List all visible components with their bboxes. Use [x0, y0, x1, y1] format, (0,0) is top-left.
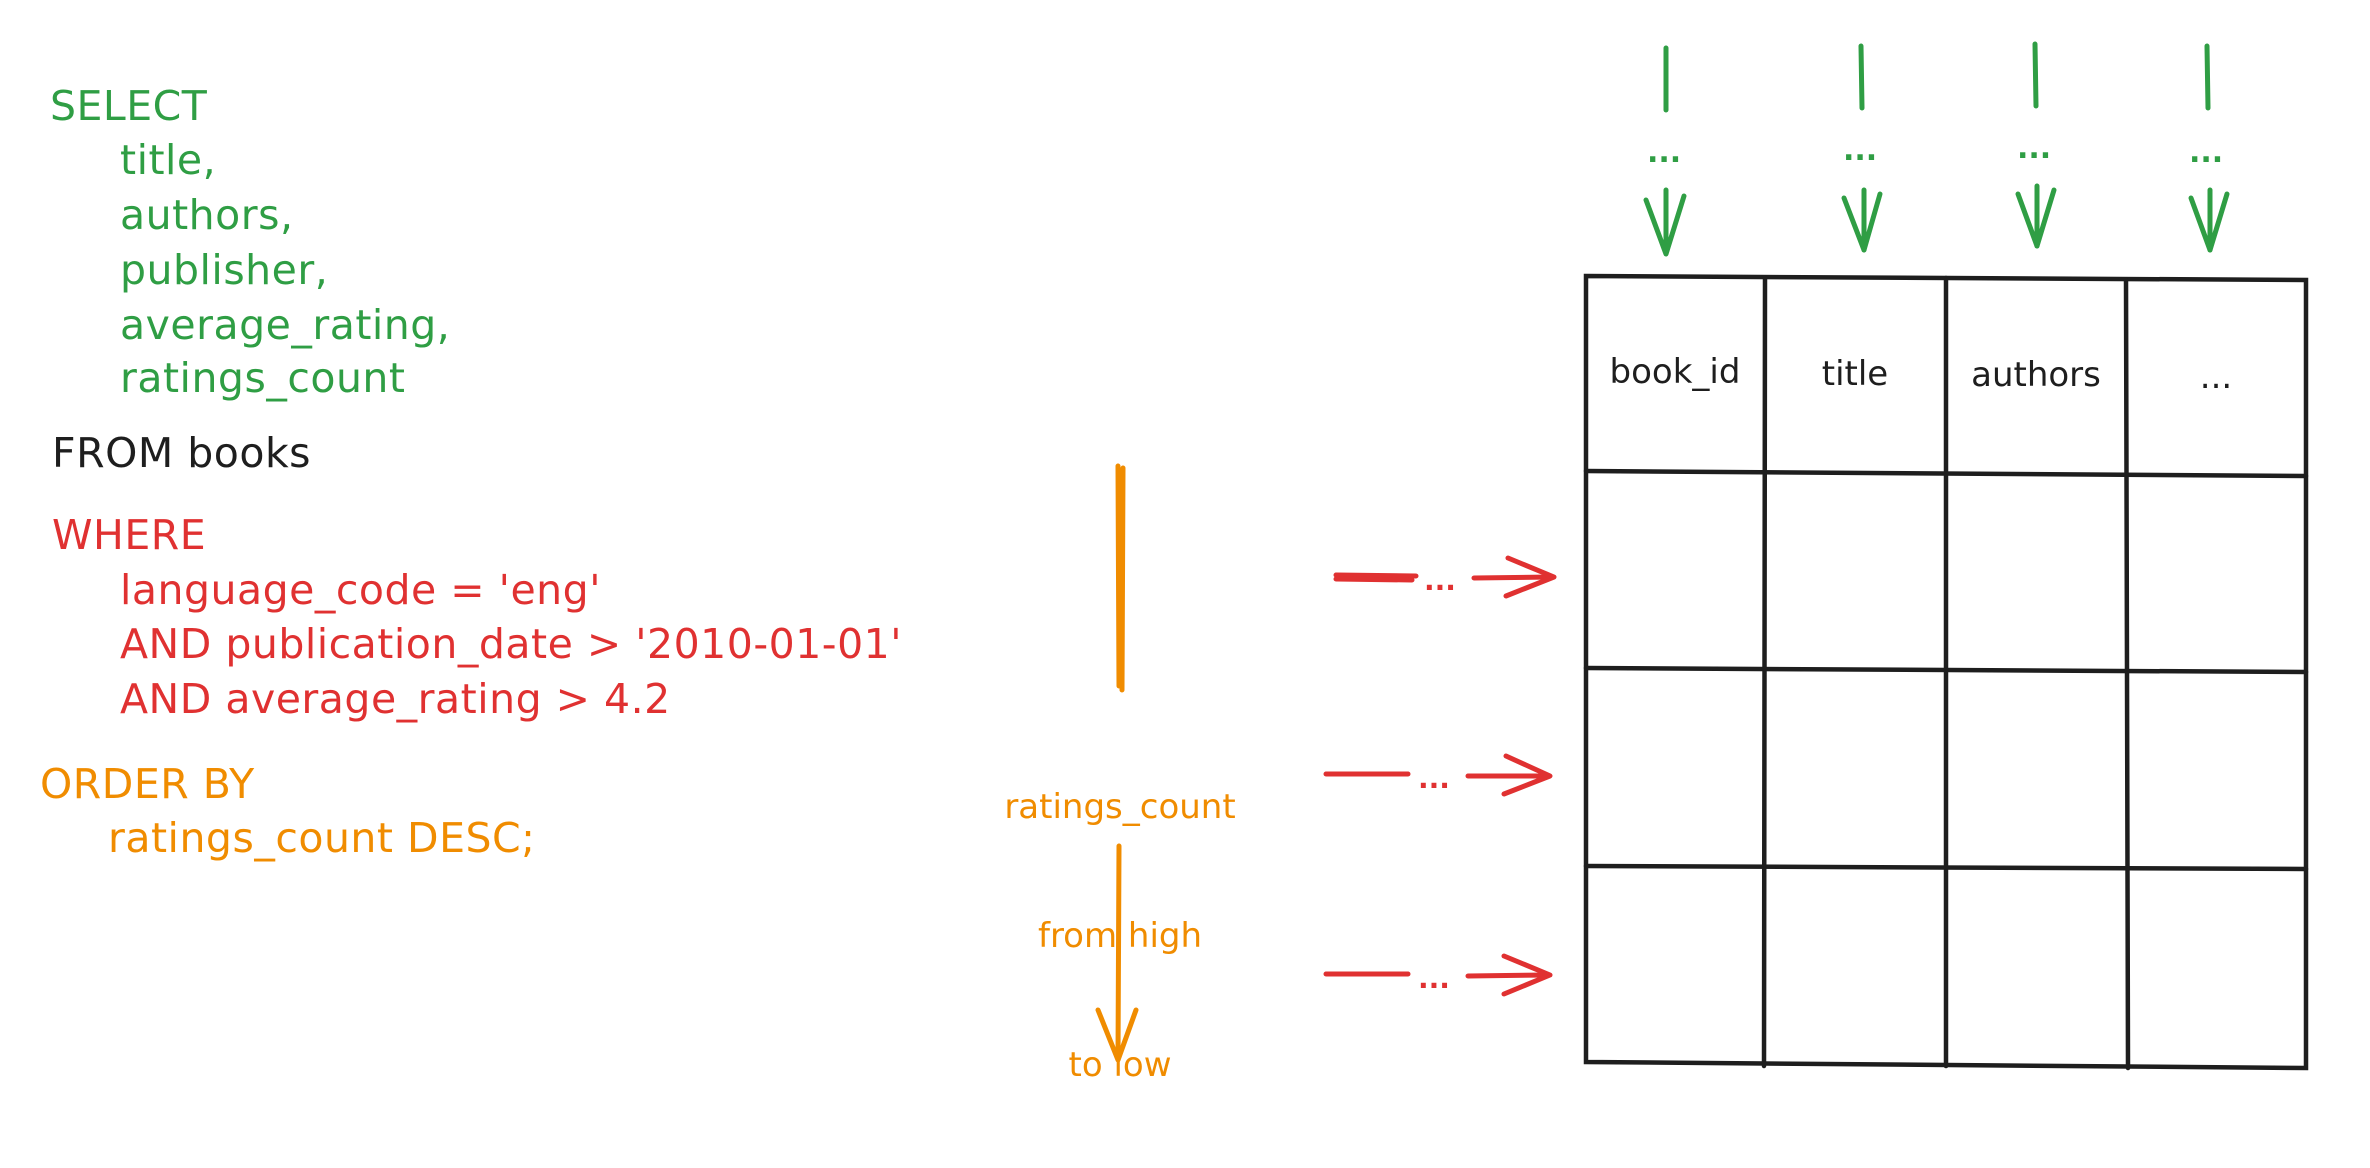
table-header-more: ... [2200, 357, 2232, 397]
table-header-title: title [1822, 354, 1888, 394]
row-arrow-3-ellipsis: ... [1418, 962, 1450, 995]
sort-annotation-line1: ratings_count [1004, 787, 1236, 827]
select-column-publisher: publisher, [120, 246, 329, 294]
table-header-authors: authors [1971, 355, 2101, 395]
column-arrow-4 [2188, 43, 2230, 253]
row-arrow-3 [1323, 953, 1553, 997]
row-arrow-1 [1333, 555, 1557, 599]
column-arrow-3-ellipsis: ... [2017, 131, 2051, 166]
order-by-keyword: ORDER BY [40, 760, 255, 808]
select-column-average-rating: average_rating, [120, 301, 451, 349]
row-arrow-2-ellipsis: ... [1418, 762, 1450, 795]
column-arrow-3 [2015, 41, 2057, 249]
select-keyword: SELECT [50, 82, 208, 130]
column-arrow-4-ellipsis: ... [2189, 135, 2223, 170]
sort-direction-arrow [1095, 463, 1139, 1063]
row-arrow-2 [1323, 753, 1553, 797]
column-arrow-1 [1643, 45, 1687, 257]
from-clause: FROM books [52, 429, 312, 477]
column-arrow-1-ellipsis: ... [1647, 135, 1681, 170]
select-column-authors: authors, [120, 191, 294, 239]
where-condition-date: AND publication_date > '2010-01-01' [120, 620, 903, 668]
where-keyword: WHERE [52, 511, 207, 559]
column-arrow-2-ellipsis: ... [1843, 133, 1877, 168]
order-by-clause: ratings_count DESC; [108, 814, 536, 862]
where-condition-rating: AND average_rating > 4.2 [120, 675, 671, 723]
column-arrow-2 [1841, 43, 1883, 253]
select-column-title: title, [120, 136, 217, 184]
select-column-ratings-count: ratings_count [120, 354, 406, 402]
books-table-grid [1583, 273, 2309, 1071]
table-header-book-id: book_id [1610, 352, 1741, 392]
sort-annotation-line2: from high [1037, 916, 1203, 956]
row-arrow-1-ellipsis: ... [1424, 564, 1456, 597]
where-condition-language: language_code = 'eng' [120, 566, 601, 614]
